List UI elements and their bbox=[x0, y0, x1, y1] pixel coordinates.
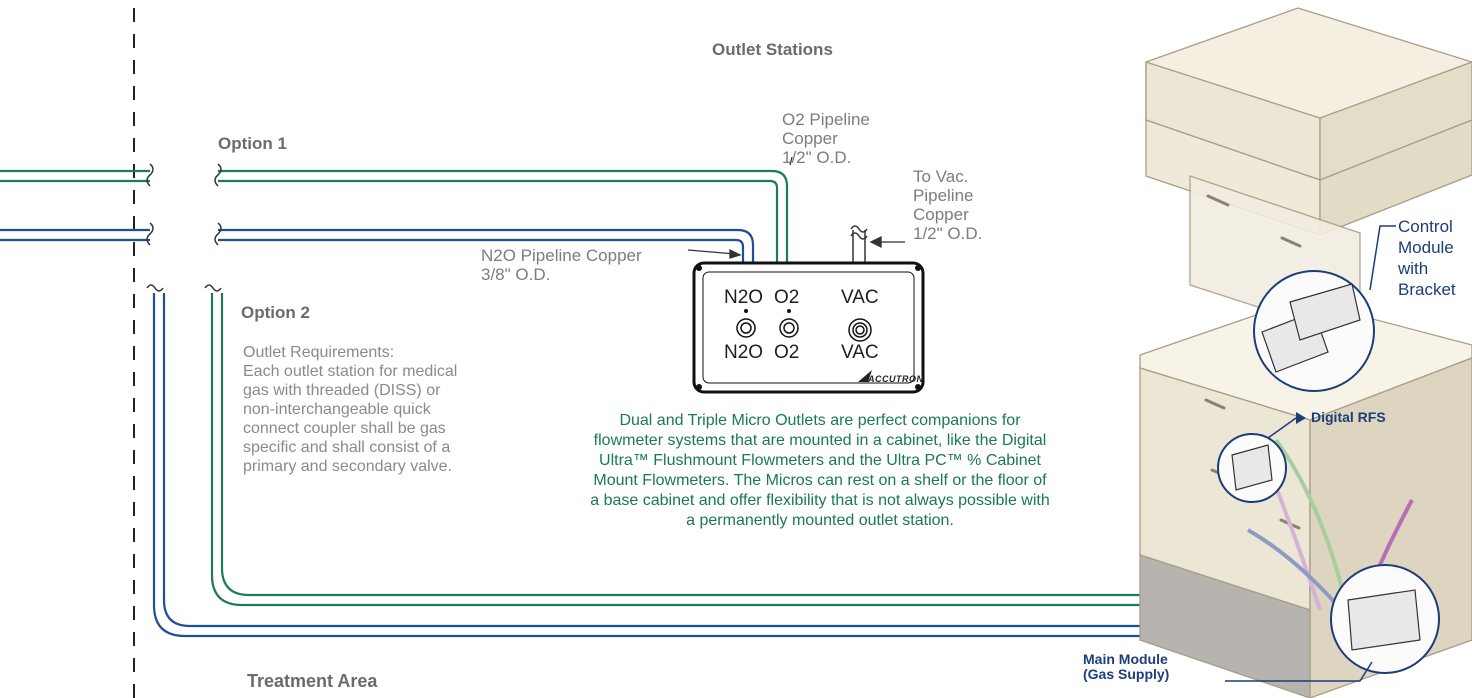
option2-heading: Option 2 bbox=[241, 303, 310, 322]
control-callout-line4: Bracket bbox=[1398, 280, 1456, 299]
pipe-break-marks bbox=[146, 163, 868, 292]
o2-pipeline bbox=[0, 169, 789, 263]
pointer-arrows bbox=[687, 156, 905, 259]
control-callout-line2: Module bbox=[1398, 238, 1454, 257]
requirements-line4: non-interchangeable quick bbox=[243, 401, 431, 418]
requirements-line6: specific and shall consist of a bbox=[243, 439, 451, 456]
o2-label-line3: 1/2" O.D. bbox=[782, 148, 852, 167]
option2-blue-line bbox=[152, 293, 1282, 638]
outlet-station-box bbox=[692, 261, 925, 394]
outlet-stations-heading: Outlet Stations bbox=[712, 40, 833, 59]
vac-pipeline-label: To Vac. Pipeline Copper 1/2" O.D. bbox=[913, 167, 982, 243]
main-module-callout: Main Module (Gas Supply) bbox=[1083, 652, 1169, 682]
outlet-top-vac: VAC bbox=[841, 287, 879, 308]
outlet-top-o2: O2 bbox=[774, 287, 800, 308]
vac-label-line3: Copper bbox=[913, 205, 969, 224]
main-callout-line1: Main Module bbox=[1083, 651, 1168, 667]
vac-label-line4: 1/2" O.D. bbox=[913, 224, 983, 243]
digital-rfs-arrow bbox=[1296, 412, 1306, 424]
vac-pipe bbox=[852, 230, 866, 263]
outlet-bottom-n2o: N2O bbox=[724, 342, 764, 363]
n2o-pipeline bbox=[0, 228, 755, 263]
main-callout-line2: (Gas Supply) bbox=[1083, 666, 1170, 682]
outlet-brand-logo: ACCUTRON bbox=[868, 374, 924, 384]
requirements-line1: Outlet Requirements: bbox=[243, 344, 395, 361]
digital-rfs-callout: Digital RFS bbox=[1311, 409, 1386, 425]
micro-outlets-description: Dual and Triple Micro Outlets are perfec… bbox=[590, 412, 1050, 529]
outlet-bottom-o2: O2 bbox=[774, 342, 800, 363]
control-module-callout: Control Module with Bracket bbox=[1398, 216, 1456, 300]
n2o-label-line1: N2O Pipeline Copper bbox=[481, 246, 642, 265]
requirements-line2: Each outlet station for medical bbox=[243, 363, 458, 380]
option1-heading: Option 1 bbox=[218, 134, 287, 153]
outlet-bottom-vac: VAC bbox=[841, 342, 879, 363]
o2-label-line2: Copper bbox=[782, 129, 838, 148]
requirements-line3: gas with threaded (DISS) or bbox=[243, 382, 441, 399]
requirements-line5: connect coupler shall be gas bbox=[243, 420, 446, 437]
vac-label-line1: To Vac. bbox=[913, 167, 969, 186]
n2o-label-line2: 3/8" O.D. bbox=[481, 265, 551, 284]
control-callout-line3: with bbox=[1398, 259, 1429, 278]
treatment-area-heading: Treatment Area bbox=[247, 671, 378, 691]
callout-leaders bbox=[1225, 225, 1396, 682]
o2-label-line1: O2 Pipeline bbox=[782, 110, 870, 129]
option2-green-line bbox=[210, 293, 1282, 607]
vac-label-line2: Pipeline bbox=[913, 186, 974, 205]
requirements-line7: primary and secondary valve. bbox=[243, 458, 452, 475]
o2-pipeline-label: O2 Pipeline Copper 1/2" O.D. bbox=[782, 110, 870, 167]
n2o-pipeline-label: N2O Pipeline Copper 3/8" O.D. bbox=[481, 246, 642, 284]
module-graphics bbox=[1231, 283, 1421, 651]
outlet-top-n2o: N2O bbox=[724, 287, 764, 308]
outlet-requirements: Outlet Requirements: Each outlet station… bbox=[243, 343, 457, 476]
control-callout-line1: Control bbox=[1398, 217, 1453, 236]
